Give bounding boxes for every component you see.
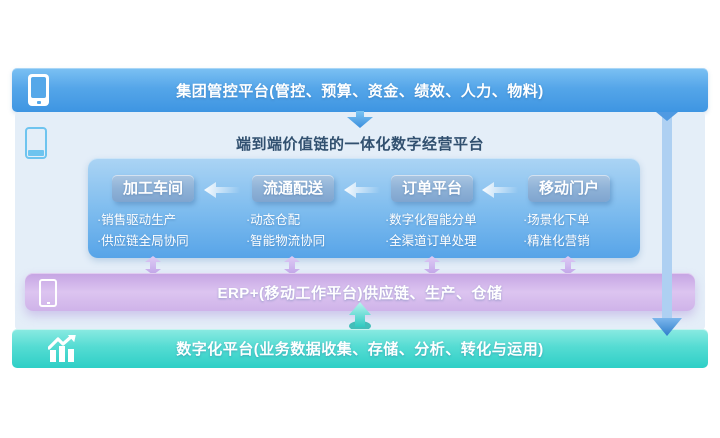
column-items: ·动态仓配 ·智能物流协同 <box>246 210 396 252</box>
digital-platform-bar: 数字化平台(业务数据收集、存储、分析、转化与运用) <box>12 329 708 368</box>
vertical-connector-line <box>662 112 672 320</box>
arrow-left-icon <box>482 182 518 198</box>
column-header: 流通配送 <box>252 175 334 202</box>
column-item: ·全渠道订单处理 <box>385 234 477 248</box>
arrow-updown-icon <box>424 256 440 275</box>
arrow-left-icon <box>204 182 240 198</box>
column-items: ·数字化智能分单 ·全渠道订单处理 <box>385 210 535 252</box>
process-panel: 加工车间 ·销售驱动生产 ·供应链全局协同 流通配送 ·动态仓配 ·智能物流协同… <box>88 158 640 258</box>
column-item: ·销售驱动生产 <box>97 213 177 227</box>
arrow-updown-icon <box>145 256 161 275</box>
arrow-left-icon <box>344 182 380 198</box>
column-header: 加工车间 <box>112 175 194 202</box>
tablet-icon <box>28 74 49 106</box>
digital-platform-title: 数字化平台(业务数据收集、存储、分析、转化与运用) <box>176 341 544 358</box>
column-processing-workshop: 加工车间 ·销售驱动生产 ·供应链全局协同 <box>97 175 247 252</box>
group-control-title: 集团管控平台(管控、预算、资金、绩效、人力、物料) <box>176 82 544 100</box>
column-items: ·销售驱动生产 ·供应链全局协同 <box>97 210 247 252</box>
value-chain-title: 端到端价值链的一体化数字经营平台 <box>235 136 484 153</box>
column-mobile-portal: 移动门户 ·场景化下单 ·精准化营销 <box>523 175 673 252</box>
arrow-updown-icon <box>284 256 300 275</box>
column-item: ·供应链全局协同 <box>97 234 189 248</box>
column-item: ·数字化智能分单 <box>385 213 477 227</box>
arrow-down-icon <box>347 111 373 128</box>
arrow-updown-icon <box>560 256 576 275</box>
arrow-up-icon <box>349 302 371 331</box>
connector-cap <box>656 112 678 121</box>
column-item: ·精准化营销 <box>523 234 590 248</box>
erp-bar-title: ERP+(移动工作平台)供应链、生产、仓储 <box>217 284 503 302</box>
bar-chart-icon <box>48 335 76 362</box>
column-distribution: 流通配送 ·动态仓配 ·智能物流协同 <box>246 175 396 252</box>
tablet-icon <box>25 127 47 159</box>
arrow-down-icon <box>652 318 682 336</box>
column-header: 订单平台 <box>391 175 473 202</box>
column-header: 移动门户 <box>528 175 610 202</box>
column-item: ·场景化下单 <box>523 213 590 227</box>
column-items: ·场景化下单 ·精准化营销 <box>523 210 673 252</box>
phone-icon <box>39 279 57 307</box>
column-order-platform: 订单平台 ·数字化智能分单 ·全渠道订单处理 <box>385 175 535 252</box>
column-item: ·动态仓配 <box>246 213 301 227</box>
column-item: ·智能物流协同 <box>246 234 326 248</box>
group-control-bar: 集团管控平台(管控、预算、资金、绩效、人力、物料) <box>12 68 708 112</box>
